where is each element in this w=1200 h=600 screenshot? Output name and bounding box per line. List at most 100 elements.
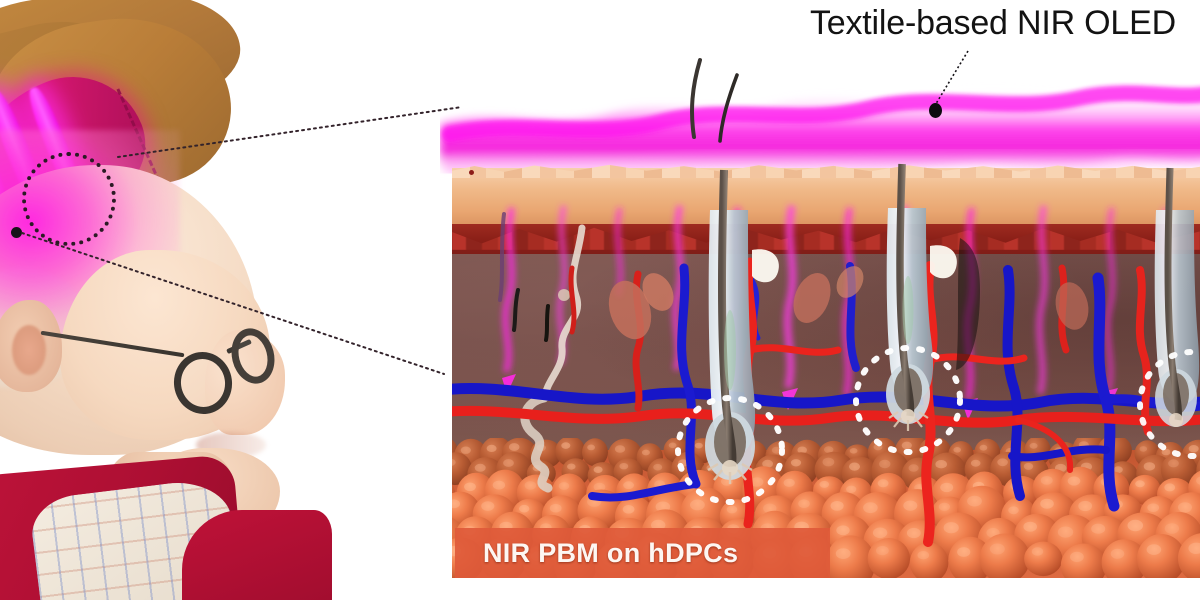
adipocyte xyxy=(825,535,876,578)
adipocyte-highlight xyxy=(519,504,530,513)
adipocyte-highlight xyxy=(460,446,471,454)
artery-capillary xyxy=(568,265,577,335)
adipocyte-highlight xyxy=(917,551,930,560)
adipocyte-highlight xyxy=(872,527,888,539)
sebaceous-gland-group xyxy=(608,266,1089,340)
adipocyte-highlight xyxy=(1067,476,1081,486)
deep-vein-plexus xyxy=(452,382,1200,412)
adipocyte-highlight xyxy=(1023,462,1034,470)
adipocyte-highlight xyxy=(798,499,810,508)
hair-stub xyxy=(544,304,550,342)
adipocyte-highlight xyxy=(1164,523,1180,534)
adipocyte-highlight xyxy=(508,443,520,451)
adipocyte-highlight xyxy=(694,442,703,449)
adipocyte-highlight xyxy=(938,502,950,511)
nir-light-path xyxy=(1104,207,1116,393)
adipocyte-highlight xyxy=(1023,521,1037,532)
adipocyte-highlight xyxy=(503,459,514,467)
adipocyte-highlight xyxy=(901,441,912,450)
artery xyxy=(921,261,938,547)
artery-group xyxy=(452,257,1200,547)
adipocyte-highlight xyxy=(1188,542,1200,554)
dermal-papilla-highlight-circle-icon xyxy=(853,345,963,455)
adipocyte-highlight xyxy=(849,462,860,471)
vein xyxy=(677,263,701,489)
sebaceous-duct xyxy=(752,249,779,283)
adipocyte-highlight xyxy=(967,495,982,507)
oled-annotation-dot xyxy=(929,103,942,118)
adipocyte-highlight xyxy=(935,460,947,469)
adipocyte-highlight xyxy=(1143,462,1156,471)
adipocyte-highlight xyxy=(797,446,807,454)
adipocyte-highlight xyxy=(1135,480,1145,488)
adipocyte-highlight xyxy=(1146,544,1162,555)
adipocyte-highlight xyxy=(822,457,835,467)
adipocyte-highlight xyxy=(653,463,663,471)
adipocyte-highlight xyxy=(593,466,603,473)
sebaceous-gland xyxy=(608,280,652,340)
adipocyte-highlight xyxy=(846,485,857,493)
adipocyte-highlight xyxy=(1057,526,1074,538)
adipocyte-highlight xyxy=(486,444,497,452)
adipocyte-highlight xyxy=(940,482,954,493)
adipocyte-highlight xyxy=(492,480,506,490)
adipocyte-highlight xyxy=(549,503,562,513)
adipocyte-highlight xyxy=(474,463,486,472)
nir-light-path xyxy=(1036,205,1048,395)
adipocyte-highlight xyxy=(587,444,595,451)
adipocyte-highlight xyxy=(481,501,495,511)
adipocyte-highlight xyxy=(906,527,921,539)
hair-follicle xyxy=(886,163,957,431)
oled-label-pointer xyxy=(933,50,969,108)
adipocyte-highlight xyxy=(1078,500,1093,512)
adipocyte-highlight xyxy=(1139,446,1148,452)
scalp-callout-anchor-dot xyxy=(11,227,22,238)
adipocyte-highlight xyxy=(452,499,460,509)
left-panel-head-photograph xyxy=(0,0,452,600)
adipocyte xyxy=(909,542,949,578)
nir-light-path xyxy=(502,207,515,373)
adipocyte-highlight xyxy=(989,543,1005,555)
adipocyte-highlight xyxy=(524,481,537,490)
adipocyte-highlight xyxy=(1127,519,1144,532)
adipocyte-highlight xyxy=(452,458,456,466)
adipocyte xyxy=(1024,541,1063,577)
adipocyte-highlight xyxy=(1178,502,1192,513)
adipocyte-highlight xyxy=(943,522,959,534)
hair-stub xyxy=(498,212,506,302)
adipocyte-highlight xyxy=(1188,445,1199,453)
adipocyte-highlight xyxy=(561,442,571,449)
adipocyte-highlight xyxy=(567,463,576,470)
adipocyte-highlight xyxy=(558,482,570,490)
hair-shaft xyxy=(896,163,915,417)
hair-shaft xyxy=(718,169,737,467)
adipocyte-highlight xyxy=(1070,551,1084,562)
adipocyte-highlight xyxy=(1040,476,1053,485)
oled-label: Textile-based NIR OLED xyxy=(810,4,1176,42)
adipocyte-highlight xyxy=(877,479,889,488)
adipocyte xyxy=(979,533,1030,578)
hair-stub xyxy=(512,288,520,332)
adipocyte-highlight xyxy=(1196,476,1200,485)
adipocyte-highlight xyxy=(1161,448,1171,456)
epidermis-layer xyxy=(452,168,1200,230)
hair-shaft xyxy=(690,58,702,139)
adipocyte-highlight xyxy=(622,505,635,514)
artery xyxy=(1135,266,1152,436)
adipocyte-highlight xyxy=(876,545,889,556)
adipocyte-highlight xyxy=(824,446,834,453)
adipocyte-highlight xyxy=(783,478,795,487)
hair-follicle xyxy=(705,169,779,484)
adipocyte-highlight xyxy=(1040,498,1054,509)
vein-branch xyxy=(1008,445,1110,462)
hair-stub-group xyxy=(498,212,550,342)
hair-shaft xyxy=(1164,167,1182,421)
adipocyte-highlight xyxy=(623,481,634,490)
adipocyte xyxy=(582,438,608,467)
adipocyte-highlight xyxy=(619,463,629,470)
adipocyte-highlight xyxy=(879,459,891,469)
sebaceous-gland xyxy=(836,266,864,298)
nir-light-path xyxy=(783,205,797,389)
inner-root-sheath xyxy=(902,276,914,344)
adipocyte-highlight xyxy=(726,505,738,514)
